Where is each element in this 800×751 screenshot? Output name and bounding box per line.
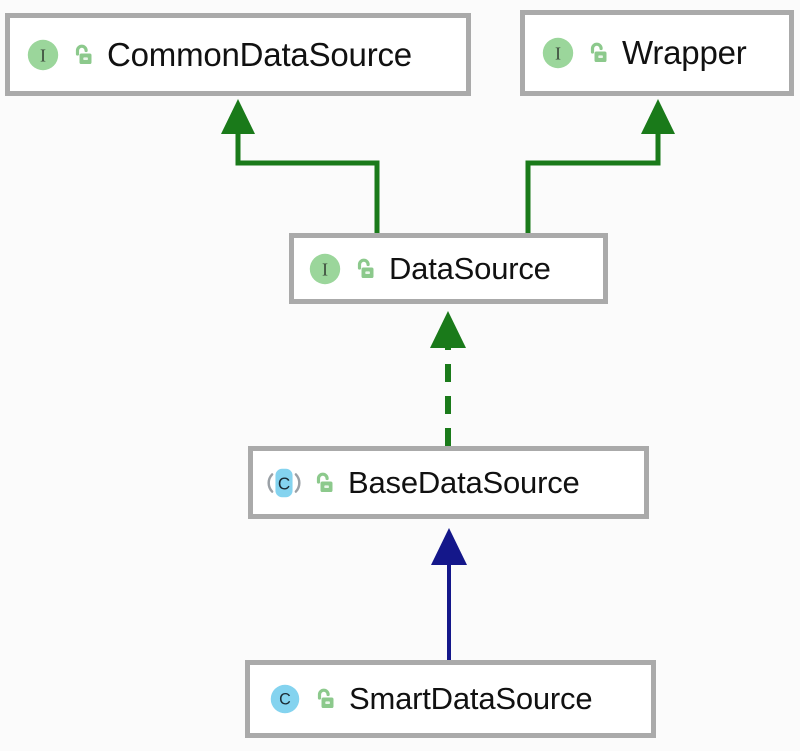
interface-icon: I [306, 250, 344, 288]
node-content: C BaseDataSource [253, 464, 644, 502]
unlocked-padlock-icon [303, 470, 337, 496]
class-icon: C [266, 680, 304, 718]
class-name-label: BaseDataSource [348, 464, 580, 500]
edge-datasource-to-wrapper [525, 99, 675, 233]
svg-text:I: I [322, 259, 328, 279]
unlocked-padlock-icon [304, 686, 338, 712]
class-name-label: Wrapper [622, 34, 747, 71]
class-node-base-data-source[interactable]: C BaseDataSource [248, 446, 649, 519]
edge-smartdatasource-to-basedatasource [431, 528, 467, 660]
interface-icon: I [539, 34, 577, 72]
unlocked-padlock-icon [62, 42, 96, 68]
unlocked-padlock-icon [344, 256, 378, 282]
node-content: I DataSource [294, 250, 603, 288]
node-content: I CommonDataSource [10, 36, 466, 74]
class-name-label: CommonDataSource [107, 35, 412, 73]
class-name-label: SmartDataSource [349, 681, 593, 716]
class-node-common-data-source[interactable]: I CommonDataSource [5, 13, 471, 96]
unlocked-padlock-icon [577, 40, 611, 66]
class-node-data-source[interactable]: I DataSource [289, 233, 608, 304]
interface-icon: I [24, 36, 62, 74]
class-node-smart-data-source[interactable]: C SmartDataSource [245, 660, 656, 738]
abstract-class-icon: C [265, 464, 303, 502]
class-node-wrapper[interactable]: I Wrapper [520, 10, 794, 96]
svg-text:I: I [555, 44, 561, 64]
edge-datasource-to-commondatasource [221, 99, 380, 233]
node-content: C SmartDataSource [250, 680, 651, 718]
svg-text:C: C [278, 474, 290, 493]
svg-text:C: C [279, 691, 291, 709]
svg-text:I: I [40, 45, 46, 65]
class-name-label: DataSource [389, 250, 551, 286]
edge-basedatasource-to-datasource [430, 311, 466, 446]
node-content: I Wrapper [525, 34, 789, 72]
